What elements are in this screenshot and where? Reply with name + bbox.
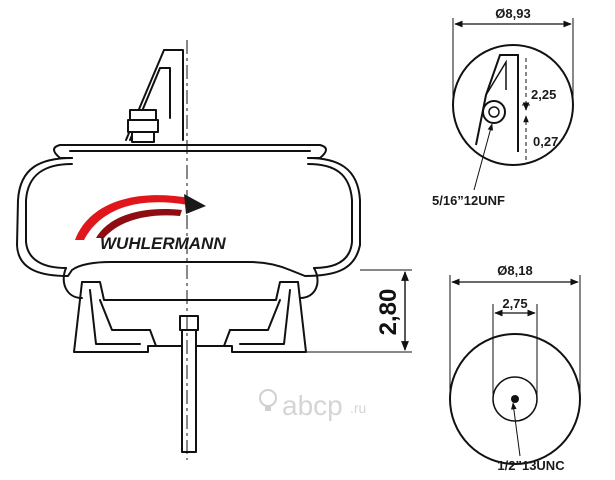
top-diameter-label: Ø8,93 bbox=[495, 6, 530, 21]
top-plate bbox=[53, 144, 327, 159]
watermark: abcp .ru bbox=[259, 389, 366, 421]
air-spring-side-view bbox=[16, 49, 361, 453]
bottom-bolt-hole bbox=[511, 395, 519, 403]
height-label: 2,80 bbox=[375, 289, 402, 336]
bottom-piston-view: Ø8,18 2,75 1/2”13UNC bbox=[449, 263, 581, 473]
top-plate-view: Ø8,93 2,25 0,27 5/16”12UNF bbox=[432, 6, 574, 208]
watermark-text: abcp bbox=[282, 390, 343, 421]
bottom-offset-label: 2,75 bbox=[502, 296, 527, 311]
bottom-stud bbox=[179, 315, 199, 453]
bottom-diameter-label: Ø8,18 bbox=[497, 263, 532, 278]
mounting-bracket bbox=[125, 49, 184, 143]
top-offset-upper-label: 2,25 bbox=[531, 87, 556, 102]
bellows-inner bbox=[25, 163, 73, 269]
top-offset-lower-label: 0,27 bbox=[533, 134, 558, 149]
watermark-suffix: .ru bbox=[350, 400, 366, 416]
bulb-icon bbox=[259, 389, 277, 411]
bottom-thread-label: 1/2”13UNC bbox=[497, 458, 565, 473]
bellows-outer bbox=[16, 157, 361, 277]
brand-swoosh bbox=[75, 195, 190, 240]
height-dimension: 2,80 bbox=[306, 269, 412, 353]
top-thread-label: 5/16”12UNF bbox=[432, 193, 505, 208]
brand-name: WUHLERMANN bbox=[100, 234, 226, 253]
brand-logo: WUHLERMANN bbox=[75, 194, 226, 253]
